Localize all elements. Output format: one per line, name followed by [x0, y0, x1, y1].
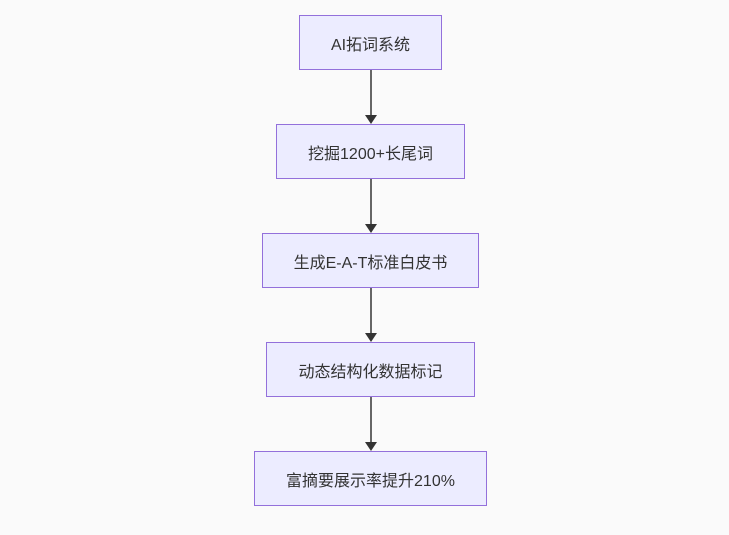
flow-node-label: 挖掘1200+长尾词 [308, 145, 433, 163]
edge-arrow-4 [364, 397, 377, 451]
edge-arrow-1 [364, 70, 377, 124]
flow-node-longtail-mining: 挖掘1200+长尾词 [276, 124, 465, 179]
flow-node-eat-whitepaper: 生成E-A-T标准白皮书 [261, 233, 480, 288]
arrow-line [369, 179, 372, 224]
flow-node-ai-keyword-system: AI拓词系统 [298, 15, 443, 70]
edge-arrow-2 [364, 179, 377, 233]
flow-node-label: 富摘要展示率提升210% [286, 472, 455, 490]
flow-node-structured-data-markup: 动态结构化数据标记 [266, 342, 475, 397]
flow-node-label: 生成E-A-T标准白皮书 [293, 254, 448, 272]
flow-node-label: AI拓词系统 [330, 36, 411, 54]
arrow-down-icon [364, 224, 377, 233]
flow-node-label: 动态结构化数据标记 [298, 363, 443, 381]
flow-node-rich-snippet-uplift: 富摘要展示率提升210% [254, 451, 487, 506]
arrow-line [369, 288, 372, 333]
arrow-down-icon [364, 115, 377, 124]
arrow-down-icon [364, 442, 377, 451]
arrow-line [369, 397, 372, 442]
edge-arrow-3 [364, 288, 377, 342]
arrow-down-icon [364, 333, 377, 342]
arrow-line [369, 70, 372, 115]
